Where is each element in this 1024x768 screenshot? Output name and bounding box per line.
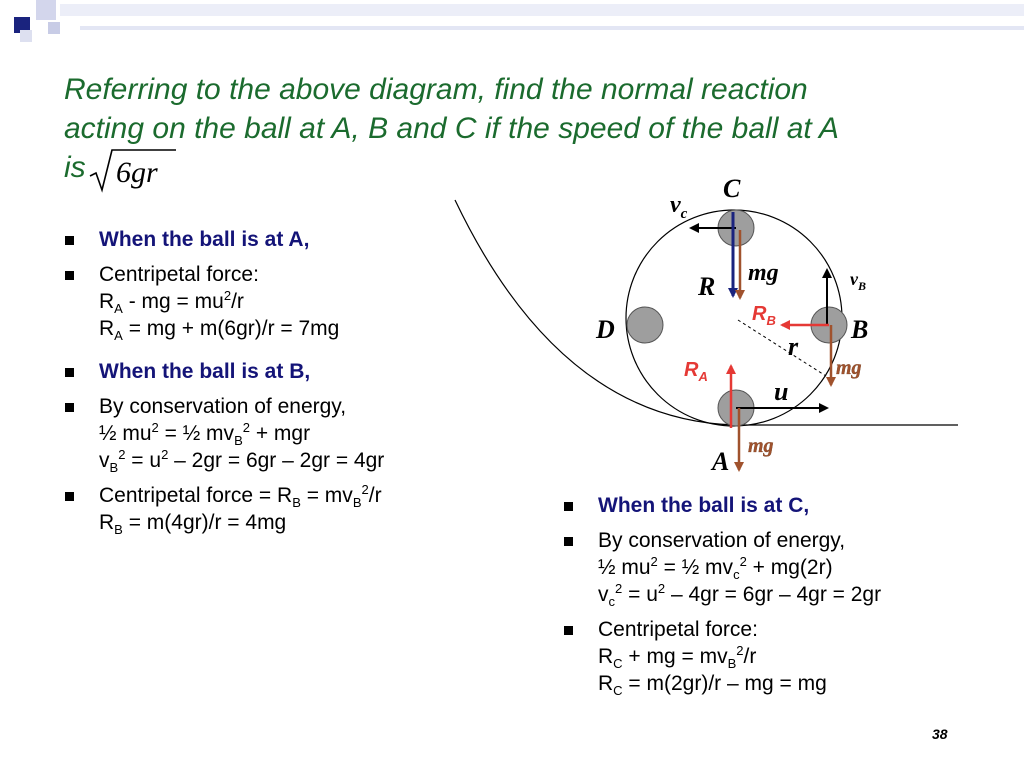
bullet-icon bbox=[65, 368, 74, 377]
list-item: Centripetal force: RA - mg = mu2/r RA = … bbox=[63, 261, 523, 342]
deco-square-light bbox=[48, 22, 60, 34]
left-bullet-list: When the ball is at A, Centripetal force… bbox=[63, 226, 523, 544]
list-item: By conservation of energy, ½ mu2 = ½ mvB… bbox=[63, 393, 523, 474]
loop-diagram: C D B A R r u mg vc vB mg mg RB RA bbox=[454, 174, 958, 476]
deco-band bbox=[60, 4, 1024, 16]
label-r-radius: r bbox=[788, 332, 799, 361]
bullet-heading: When the ball is at C, bbox=[598, 494, 810, 517]
ball-d bbox=[626, 306, 664, 344]
deco-square-light bbox=[36, 0, 56, 20]
sqrt-content: 6gr bbox=[116, 156, 158, 189]
list-item: When the ball is at B, bbox=[63, 358, 523, 385]
label-vc: vc bbox=[670, 192, 688, 222]
equation-line: vc2 = u2 – 4gr = 6gr – 4gr = 2gr bbox=[598, 581, 882, 610]
title-line: Referring to the above diagram, find the… bbox=[64, 73, 808, 106]
label-mg-bottom: mg bbox=[748, 435, 774, 457]
equation-line: By conservation of energy, bbox=[99, 395, 347, 418]
radius-line bbox=[737, 319, 827, 377]
list-item: Centripetal force = RB = mvB2/r RB = m(4… bbox=[63, 482, 523, 536]
label-d: D bbox=[595, 315, 615, 344]
list-item: Centripetal force: RC + mg = mvB2/r RC =… bbox=[562, 616, 1012, 697]
bullet-icon bbox=[564, 537, 573, 546]
deco-square-light bbox=[20, 30, 32, 42]
equation-line: RC = m(2gr)/r – mg = mg bbox=[598, 672, 827, 699]
equation-line: By conservation of energy, bbox=[598, 529, 846, 552]
title-line: acting on the ball at A, B and C if the … bbox=[64, 112, 839, 145]
radical-sign bbox=[89, 149, 176, 193]
label-u: u bbox=[774, 377, 788, 406]
bullet-icon bbox=[65, 236, 74, 245]
list-item: When the ball is at C, bbox=[562, 492, 1012, 519]
list-item: When the ball is at A, bbox=[63, 226, 523, 253]
equation-line: Centripetal force: bbox=[598, 618, 758, 641]
label-b: B bbox=[850, 315, 868, 344]
track-curve bbox=[454, 199, 958, 426]
equation-line: ½ mu2 = ½ mvB2 + mgr bbox=[99, 420, 311, 449]
label-rb: RB bbox=[752, 303, 776, 328]
equation-line: Centripetal force: bbox=[99, 263, 259, 286]
label-ra: RA bbox=[684, 359, 708, 384]
bullet-icon bbox=[564, 502, 573, 511]
deco-square-navy bbox=[14, 17, 30, 33]
equation-line: ½ mu2 = ½ mvc2 + mg(2r) bbox=[598, 554, 833, 583]
page-number: 38 bbox=[932, 726, 948, 742]
bullet-icon bbox=[65, 403, 74, 412]
deco-band bbox=[80, 26, 1024, 30]
list-item: By conservation of energy, ½ mu2 = ½ mvc… bbox=[562, 527, 1012, 608]
slide-title: Referring to the above diagram, find the… bbox=[64, 70, 964, 187]
sqrt-expression: 6gr bbox=[89, 149, 176, 193]
label-c: C bbox=[723, 174, 741, 203]
equation-line: RA - mg = mu2/r bbox=[99, 288, 244, 317]
equation-line: vB2 = u2 – 2gr = 6gr – 2gr = 4gr bbox=[99, 447, 385, 476]
equation-line: RB = m(4gr)/r = 4mg bbox=[99, 511, 287, 538]
title-line: is bbox=[64, 151, 86, 184]
label-a: A bbox=[710, 447, 729, 476]
right-bullet-list: When the ball is at C, By conservation o… bbox=[562, 492, 1012, 705]
equation-line: RC + mg = mvB2/r bbox=[598, 643, 757, 672]
label-mg-top: mg bbox=[748, 260, 779, 286]
label-mg-right: mg bbox=[836, 357, 862, 379]
label-r-normal: R bbox=[697, 272, 715, 301]
bullet-heading: When the ball is at A, bbox=[99, 228, 310, 251]
equation-line: Centripetal force = RB = mvB2/r bbox=[99, 482, 382, 511]
equation-line: RA = mg + m(6gr)/r = 7mg bbox=[99, 317, 340, 344]
bullet-icon bbox=[65, 271, 74, 280]
bullet-icon bbox=[65, 492, 74, 501]
bullet-icon bbox=[564, 626, 573, 635]
header-decoration bbox=[0, 0, 1024, 46]
bullet-heading: When the ball is at B, bbox=[99, 360, 311, 383]
label-vb: vB bbox=[850, 269, 866, 293]
